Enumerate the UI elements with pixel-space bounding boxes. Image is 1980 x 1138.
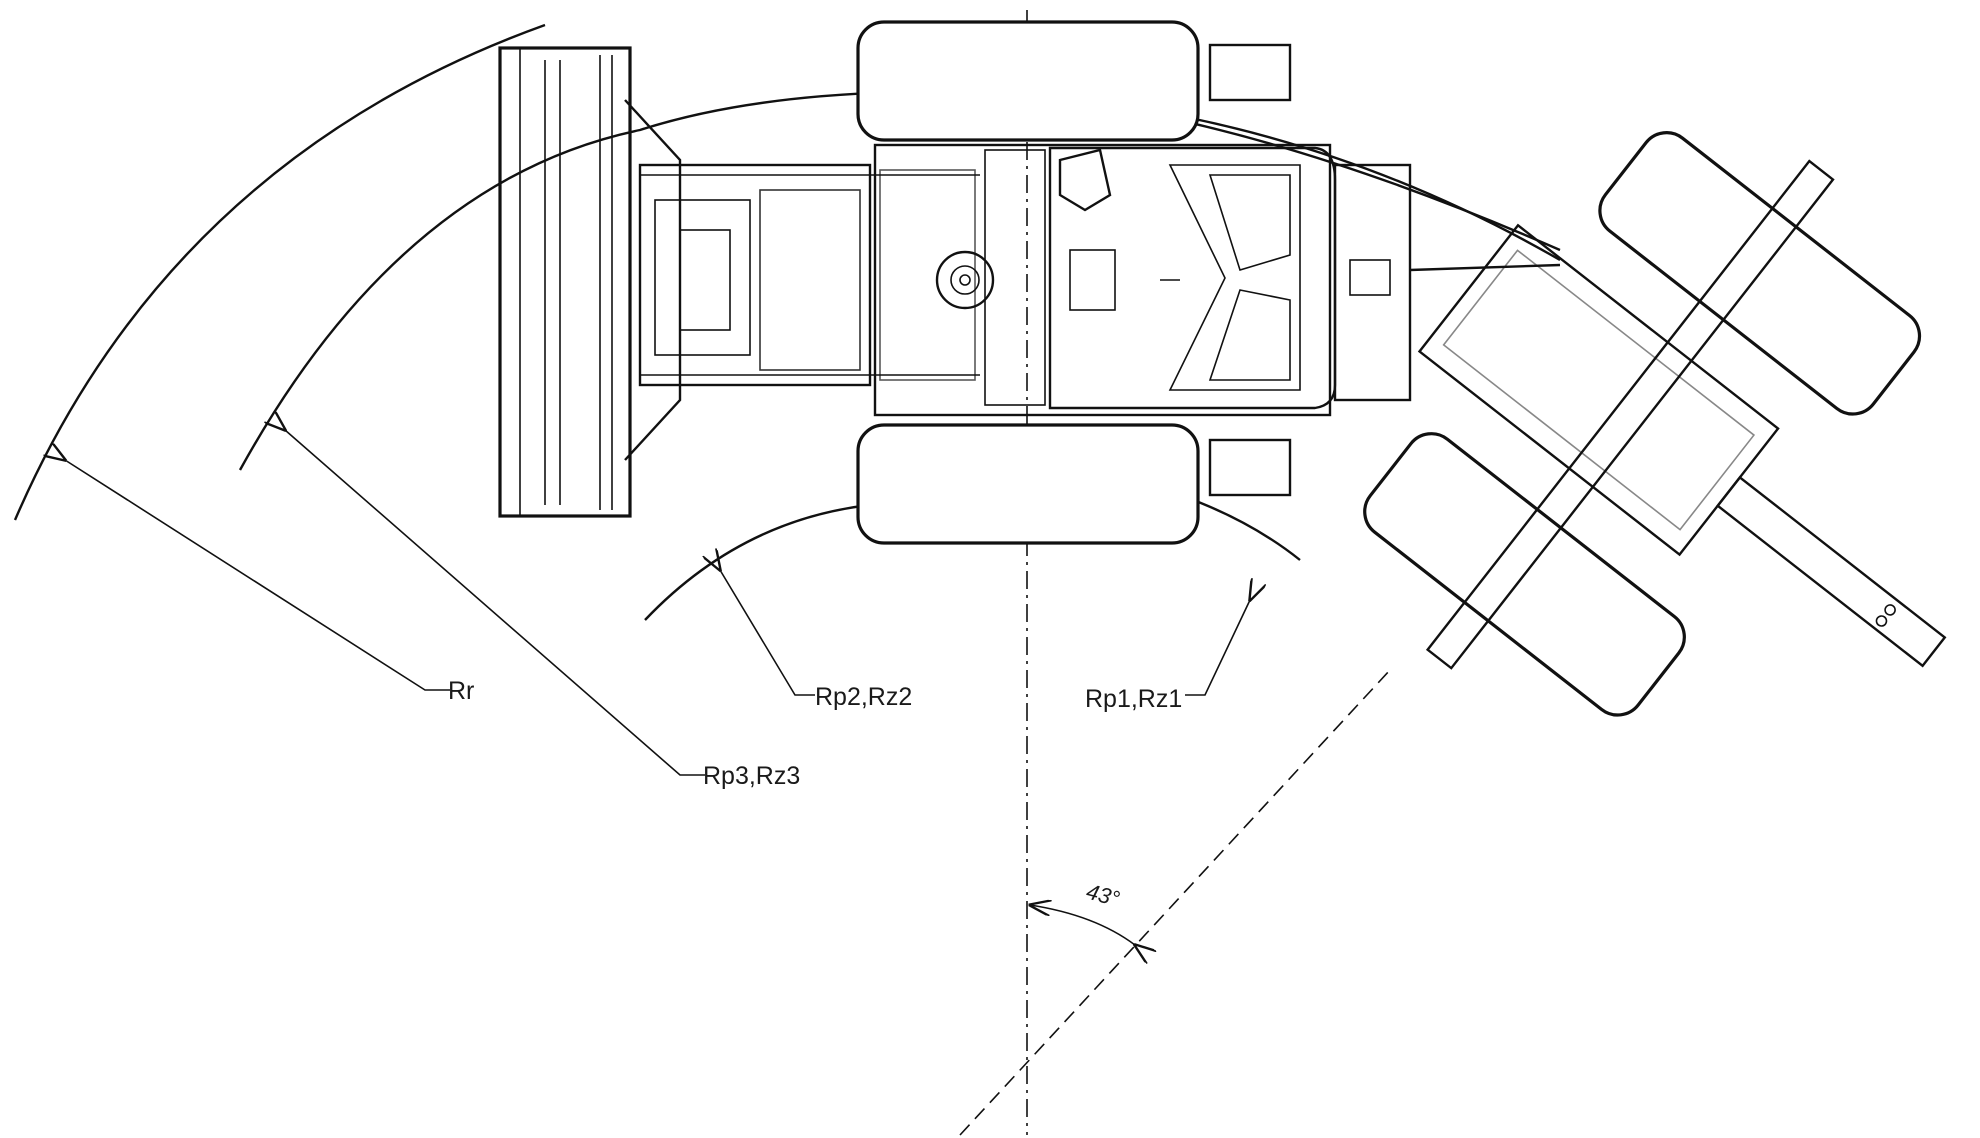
rear-hubs bbox=[1208, 43, 1292, 497]
leader-lines bbox=[65, 430, 1250, 776]
arc-rp2 bbox=[644, 503, 871, 621]
label-rr: Rr bbox=[448, 677, 474, 705]
label-rp3: Rp3,Rz3 bbox=[703, 762, 800, 790]
label-rp1: Rp1,Rz1 bbox=[1085, 685, 1182, 713]
front-frame bbox=[1363, 131, 1947, 717]
angle-arc bbox=[1030, 905, 1135, 945]
leader-rr bbox=[65, 460, 450, 691]
radius-arcs bbox=[13, 23, 1561, 621]
engine-compartment bbox=[638, 163, 995, 387]
rear-frame bbox=[873, 143, 1332, 417]
rear-left-tire bbox=[856, 20, 1200, 142]
arc-rp3 bbox=[238, 90, 1561, 471]
leader-rp3 bbox=[285, 430, 705, 776]
operator-cab bbox=[1048, 146, 1337, 410]
articulation-centerline bbox=[959, 669, 1391, 1136]
label-rp2: Rp2,Rz2 bbox=[815, 683, 912, 711]
label-angle: 43° bbox=[1084, 879, 1123, 912]
leader-rp1 bbox=[1185, 600, 1250, 696]
leader-rp2 bbox=[720, 570, 815, 696]
labels: Rr Rp3,Rz3 Rp2,Rz2 Rp1,Rz1 43° bbox=[448, 677, 1182, 911]
arc-rr bbox=[13, 23, 546, 521]
angle-geometry bbox=[959, 10, 1391, 1136]
articulation-joint bbox=[1333, 163, 1561, 402]
rear-right-tire bbox=[856, 423, 1200, 545]
rear-counterweight bbox=[498, 46, 682, 518]
